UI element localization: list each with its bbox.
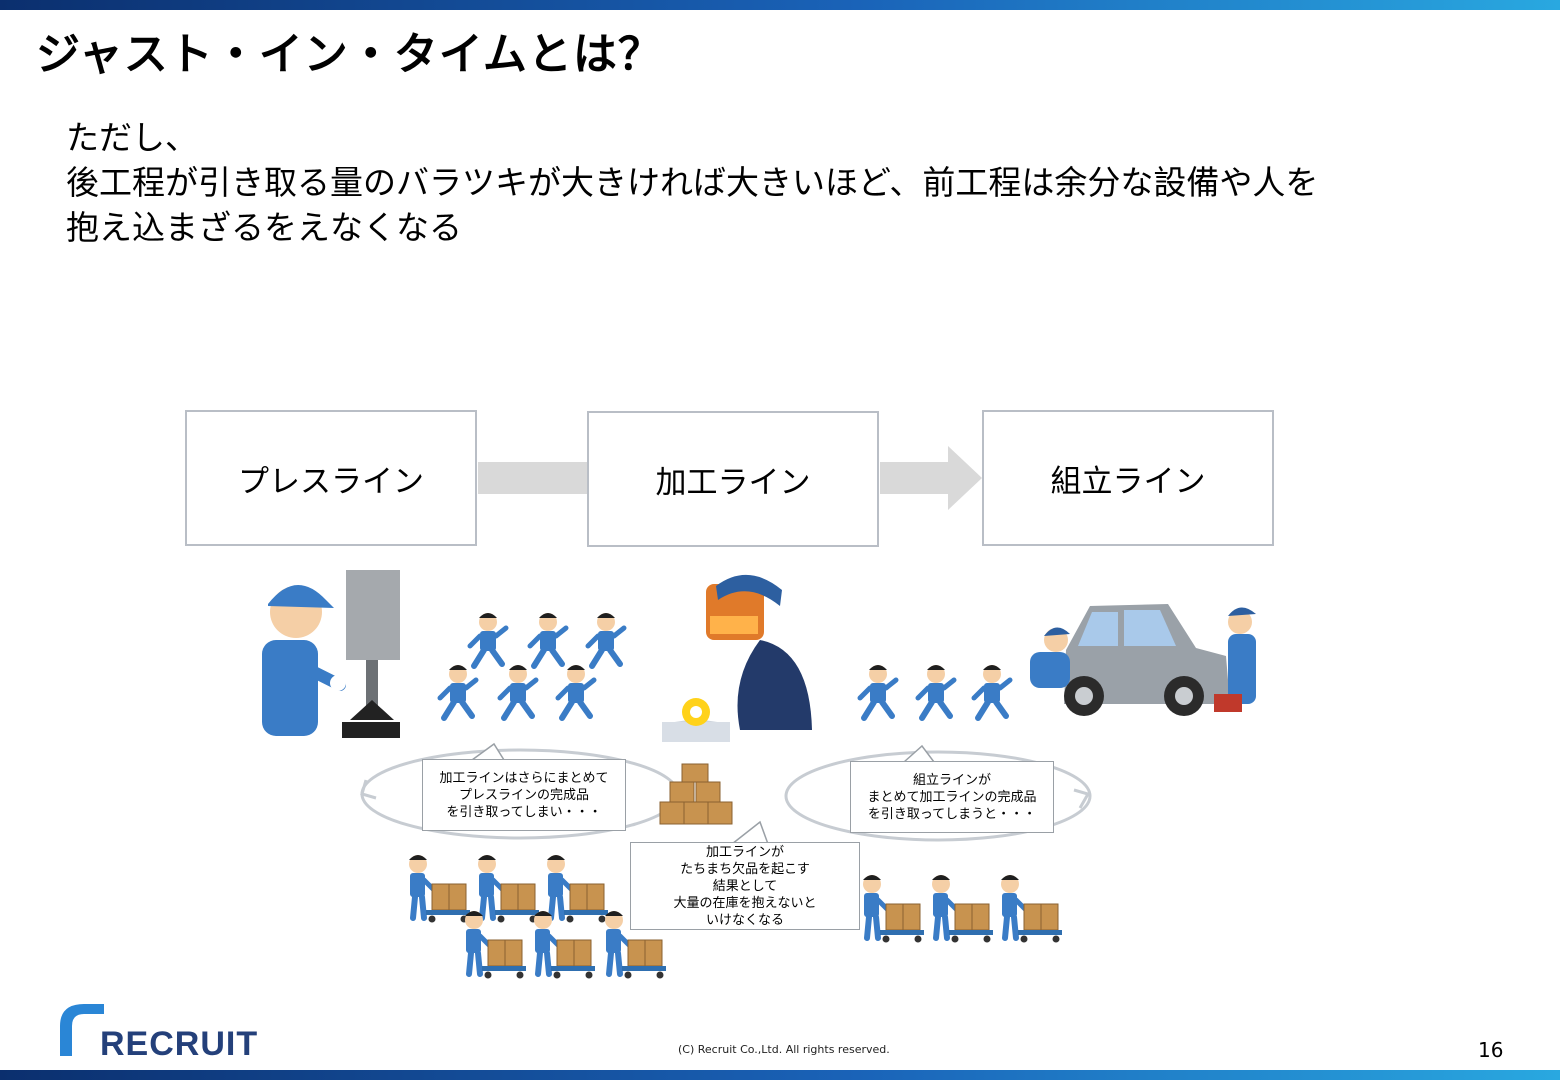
running-workers-group-2 <box>860 665 1010 718</box>
cart-workers-group-2 <box>863 875 1062 943</box>
flow-arrow-press-to-machining <box>478 462 588 494</box>
bubble-tail-center <box>729 820 770 845</box>
bubble-line: 加工ラインが <box>705 844 784 860</box>
bubble-line: 結果として <box>712 878 778 894</box>
speech-bubble-center: 加工ラインが たちまち欠品を起こす 結果として 大量の在庫を抱えないと いけなく… <box>630 842 860 930</box>
welder-illustration <box>662 574 812 742</box>
bottom-accent-bar <box>0 1070 1560 1080</box>
running-workers-group-1 <box>440 613 624 718</box>
bubble-line: いけなくなる <box>705 912 784 928</box>
process-box-machining-line: 加工ライン <box>587 411 879 547</box>
press-operator-illustration <box>262 570 400 738</box>
cycle-arrow-right <box>784 750 1092 842</box>
bubble-line: 加工ラインはさらにまとめて <box>439 770 609 786</box>
slide-title: ジャスト・イン・タイムとは？ <box>36 29 663 80</box>
speech-bubble-left: 加工ラインはさらにまとめて プレスラインの完成品 を引き取ってしまい・・・ <box>422 759 626 831</box>
top-accent-bar <box>0 0 1560 10</box>
process-box-label: 加工ライン <box>655 464 811 501</box>
inventory-boxes <box>659 763 733 825</box>
body-line: 後工程が引き取る量のバラツキが大きければ大きいほど、前工程は余分な設備や人を <box>66 163 1319 202</box>
bubble-line: 大量の在庫を抱えないと <box>673 895 817 911</box>
bubble-line: プレスラインの完成品 <box>458 787 589 803</box>
speech-bubble-right: 組立ラインが まとめて加工ラインの完成品 を引き取ってしまうと・・・ <box>850 761 1054 833</box>
body-line: 抱え込まざるをえなくなる <box>66 208 462 247</box>
process-box-label: 組立ライン <box>1050 463 1206 500</box>
cart-workers-group-1 <box>409 855 666 979</box>
body-line: ただし、 <box>66 118 198 157</box>
process-box-label: プレスライン <box>238 463 424 500</box>
flow-arrow-machining-to-assembly-shaft <box>880 462 950 494</box>
bubble-line: まとめて加工ラインの完成品 <box>867 789 1037 805</box>
copyright-notice: (C) Recruit Co.,Ltd. All rights reserved… <box>678 1043 890 1056</box>
bubble-line: を引き取ってしまうと・・・ <box>867 806 1037 822</box>
recruit-logo-text: RECRUIT <box>100 1025 259 1063</box>
flow-arrow-head <box>948 446 982 510</box>
process-box-press-line: プレスライン <box>185 410 477 546</box>
bubble-line: たちまち欠品を起こす <box>680 861 810 877</box>
recruit-logo-mark <box>60 1004 104 1056</box>
bubble-line: 組立ラインが <box>912 772 991 788</box>
car-assembly-illustration <box>1030 604 1256 716</box>
bubble-line: を引き取ってしまい・・・ <box>446 804 602 820</box>
page-number: 16 <box>1478 1038 1504 1062</box>
slide-body: ただし、 後工程が引き取る量のバラツキが大きければ大きいほど、前工程は余分な設備… <box>66 115 1318 250</box>
process-box-assembly-line: 組立ライン <box>982 410 1274 546</box>
